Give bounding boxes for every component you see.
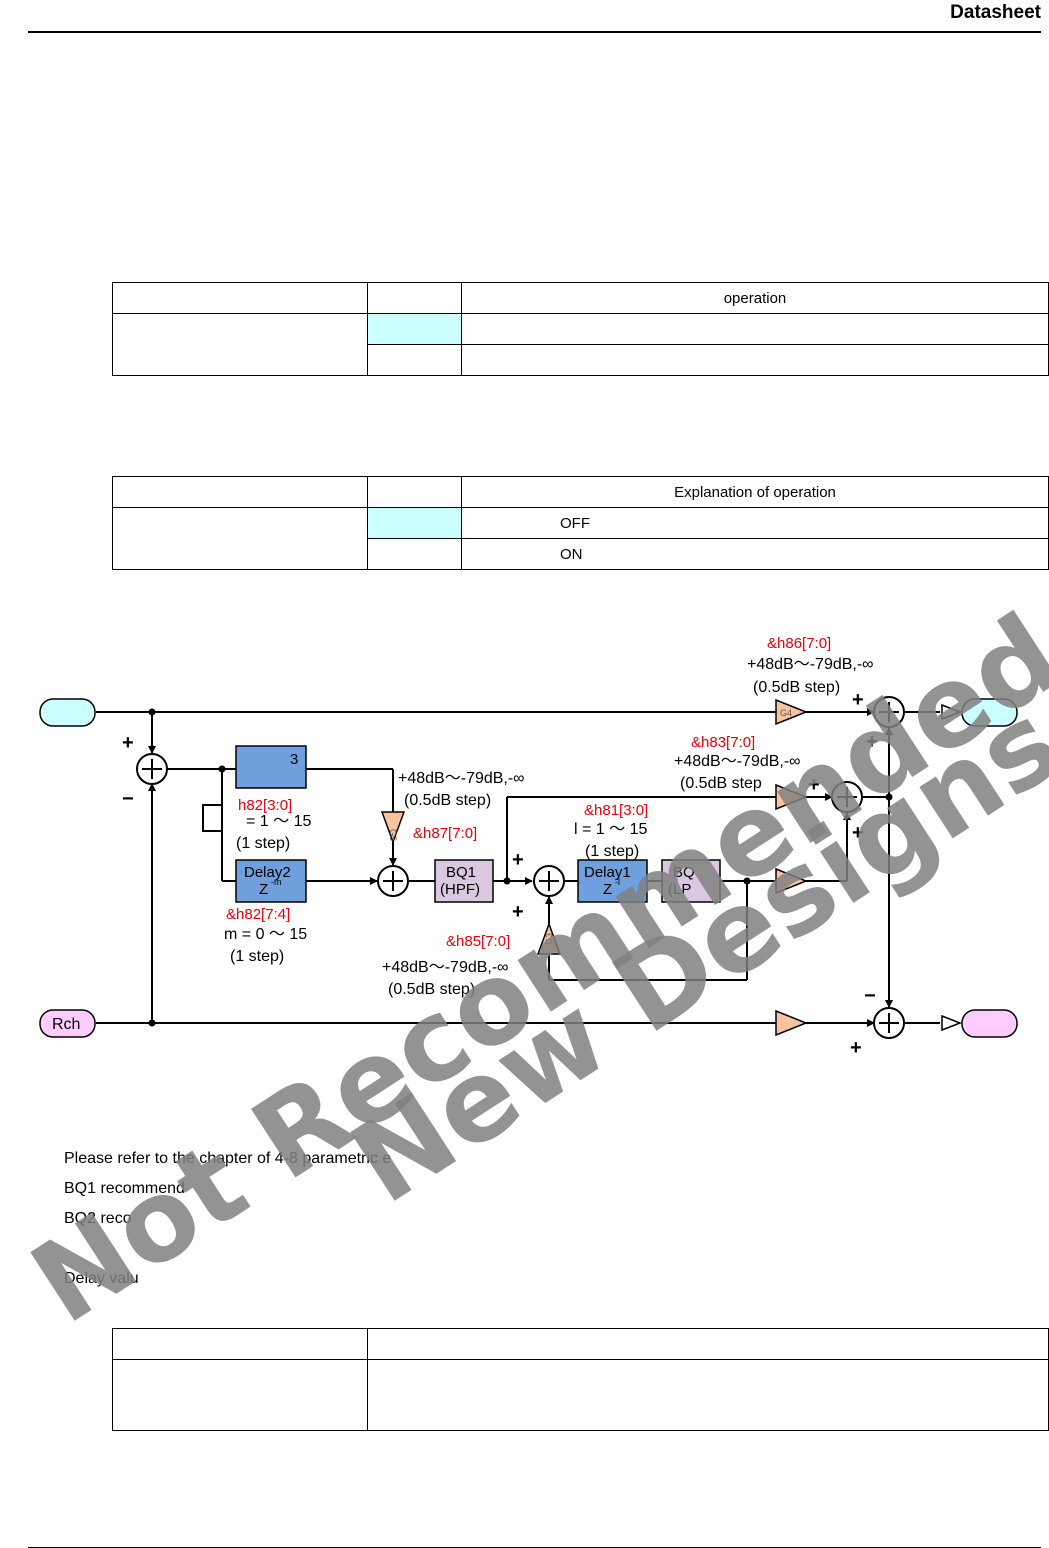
table-header-cell: operation (461, 282, 1049, 314)
gain-range: +48dB～-79dB,-∞ (747, 656, 874, 673)
delay2-exponent: -m (271, 877, 282, 887)
table-cell (367, 282, 462, 314)
table-cell (367, 344, 462, 376)
reg-h86: &h86[7:0] (767, 635, 831, 652)
note-text: Delay valu (64, 1270, 139, 1287)
delay-step-m: (1 step) (230, 948, 284, 965)
sign-plus: + (852, 689, 864, 711)
rch-input-terminal (39, 1009, 96, 1038)
sign-plus: + (850, 1037, 862, 1059)
delay1-z: Z (603, 881, 612, 898)
table-cell (461, 313, 1049, 345)
bq1-sub: (HPF) (440, 881, 480, 898)
delay1-exponent: -l (615, 877, 620, 887)
sign-plus: + (512, 849, 524, 871)
table-cell (112, 1328, 368, 1360)
amp-g5 (380, 811, 406, 845)
reg-h87: &h87[7:0] (413, 825, 477, 842)
amp-g3-label: G3 (544, 933, 554, 945)
delay-step-l: (1 step) (585, 843, 639, 860)
gain-step: (0.5dB step (680, 775, 762, 792)
reg-h81: &h81[3:0] (584, 802, 648, 819)
table-cell (112, 313, 368, 376)
gain-step: (0.5dB step) (753, 679, 840, 696)
register-table-2: Explanation of operation OFF ON (112, 476, 1049, 570)
register-table-3 (112, 1328, 1049, 1431)
bq1-block (434, 859, 494, 903)
table-cell (461, 344, 1049, 376)
table-row (113, 344, 1049, 376)
register-table-1: operation (112, 282, 1049, 376)
delay1-label: Delay1 (584, 864, 631, 881)
table-row: ON (113, 538, 1049, 570)
gain-step: (0.5dB step) (388, 981, 475, 998)
table-cell (112, 1359, 368, 1431)
amp-g5-label: G5 (388, 829, 398, 841)
gain-range: +48dB～-79dB,-∞ (674, 753, 801, 770)
delay1-block (577, 859, 648, 903)
table-row (112, 313, 1049, 376)
output-arrow-l (941, 703, 963, 721)
delay-range-n: = 1 ～ 15 (246, 813, 311, 830)
delay3-block (235, 745, 307, 789)
table-row (112, 1359, 1049, 1431)
amp-bq2-out (775, 867, 809, 895)
table-cell (367, 538, 462, 570)
table-row: operation (112, 282, 1049, 314)
reg-h82-high: &h82[7:4] (226, 906, 290, 923)
sign-minus: − (122, 788, 134, 810)
sign-plus: + (852, 822, 864, 844)
bq1-label: BQ1 (446, 864, 476, 881)
bq2-sub: (LP (668, 881, 691, 898)
bq2-block (661, 859, 721, 903)
table-row: Explanation of operation (112, 476, 1049, 508)
delay-range-l: l = 1 ～ 15 (574, 821, 647, 838)
rch-label: Rch (52, 1016, 80, 1033)
table-cell (367, 1328, 1049, 1360)
amp-g4-label: G4 (780, 708, 792, 718)
delay2-block (235, 859, 307, 903)
table-cell-off: OFF (461, 507, 1049, 539)
gain-step: (0.5dB step) (404, 792, 491, 809)
reg-h85: &h85[7:0] (446, 933, 510, 950)
bq2-label: BQ (673, 864, 695, 881)
gain-range: +48dB～-79dB,-∞ (398, 770, 525, 787)
amp-g3-feedback (536, 921, 562, 955)
delay2-label: Delay2 (244, 864, 291, 881)
sign-plus: + (866, 731, 878, 753)
table-row: OFF (112, 507, 1049, 570)
reg-h82-low: h82[3:0] (238, 797, 292, 814)
note-text: Please refer to the chapter of 4-8 param… (64, 1150, 392, 1167)
lch-output-terminal (961, 698, 1018, 727)
amp-rch (775, 1009, 809, 1037)
header-rule (28, 31, 1041, 33)
table-cell (112, 282, 368, 314)
sign-plus: + (512, 901, 524, 923)
sign-plus: + (808, 774, 820, 796)
delay-step-n: (1 step) (236, 835, 290, 852)
note-text: BQ2 reco (64, 1210, 132, 1227)
delay3-label: 3 (290, 751, 298, 768)
delay-range-m: m = 0 ～ 15 (224, 926, 307, 943)
table-header-cell: Explanation of operation (461, 476, 1049, 508)
amp-g3-upper (775, 783, 809, 811)
lch-input-terminal (39, 698, 96, 727)
sign-minus: − (864, 985, 876, 1007)
header-title: Datasheet (950, 2, 1041, 23)
amp-g4 (775, 698, 809, 726)
table-cell-on: ON (461, 538, 1049, 570)
delay2-z: Z (259, 881, 268, 898)
note-text: BQ1 recommend (64, 1180, 185, 1197)
table-row (112, 1328, 1049, 1360)
table-cell (112, 507, 368, 570)
gain-range: +48dB～-79dB,-∞ (382, 959, 509, 976)
table-cell (367, 1359, 1049, 1431)
rch-output-terminal (961, 1009, 1018, 1038)
sign-plus: + (122, 732, 134, 754)
reg-h83: &h83[7:0] (691, 734, 755, 751)
output-arrow-r (941, 1014, 963, 1032)
